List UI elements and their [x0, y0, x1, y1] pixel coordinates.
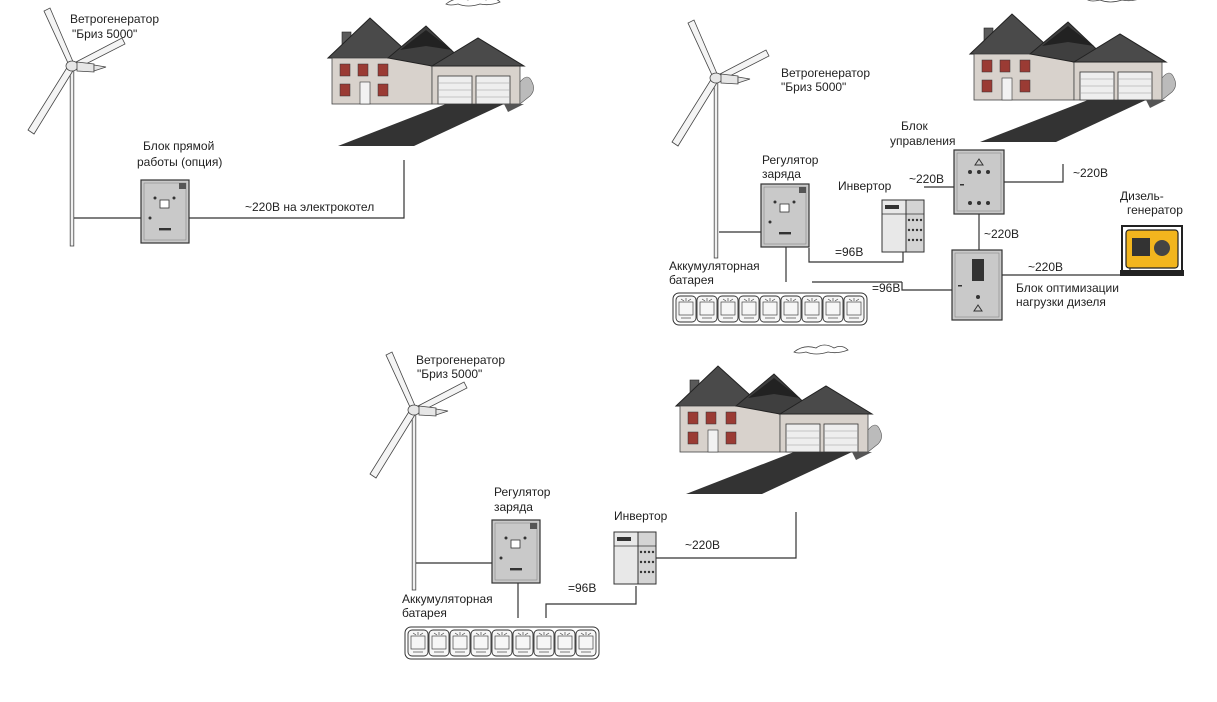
wind-turbine-icon [27, 7, 126, 247]
control-box-icon [760, 183, 810, 248]
ac-voltage-label: ~220В [1073, 166, 1108, 180]
wind-generator-label: Ветрогенератор [781, 66, 870, 80]
dc-voltage-label: =96В [568, 581, 596, 595]
system-hybrid-diesel: Ветрогенератор "Бриз 5000" Регулятор зар… [669, 0, 1185, 325]
diesel-optimizer-icon [951, 249, 1003, 321]
dc-voltage-label: =96В [872, 281, 900, 295]
wire [1004, 164, 1064, 183]
wind-generator-model-label: "Бриз 5000" [781, 80, 846, 94]
charge-regulator-label-2: заряда [762, 167, 801, 181]
battery-bank-icon [673, 293, 867, 325]
wire [545, 586, 637, 618]
ac-voltage-label: ~220В [984, 227, 1019, 241]
ac-voltage-label: ~220В [685, 538, 720, 552]
ac-voltage-label: ~220В [1028, 260, 1063, 274]
inverter-icon [881, 199, 925, 253]
wire [901, 282, 952, 291]
battery-label-2: батарея [669, 273, 714, 287]
battery-label-2: батарея [402, 606, 447, 620]
house-icon [675, 344, 883, 495]
charge-regulator-label: Регулятор [762, 153, 819, 167]
control-unit-icon [953, 149, 1005, 215]
system-direct-mode: Ветрогенератор "Бриз 5000" Блок прямой р… [27, 0, 535, 247]
system-autonomous: Ветрогенератор "Бриз 5000" Регулятор зар… [369, 344, 883, 659]
diesel-generator-label: Дизель- [1120, 189, 1164, 203]
wire [656, 512, 797, 559]
inverter-label: Инвертор [838, 179, 892, 193]
charge-regulator-label: Регулятор [494, 485, 551, 499]
battery-label: Аккумуляторная [402, 592, 493, 606]
wire [1002, 262, 1131, 276]
diesel-optimizer-label: Блок оптимизации [1016, 281, 1119, 295]
house-icon [969, 0, 1177, 143]
control-box-icon [140, 179, 190, 244]
wire [189, 160, 405, 219]
control-box-icon [491, 519, 541, 584]
wire [808, 248, 904, 263]
battery-label: Аккумуляторная [669, 259, 760, 273]
inverter-label: Инвертор [614, 509, 668, 523]
diesel-optimizer-label-2: нагрузки дизеля [1016, 295, 1106, 309]
wind-generator-model-label: "Бриз 5000" [417, 367, 482, 381]
charge-regulator-label-2: заряда [494, 500, 533, 514]
battery-bank-icon [405, 627, 599, 659]
diesel-generator-icon [1119, 225, 1185, 277]
diesel-generator-label-2: генератор [1127, 203, 1183, 217]
boiler-feed-label: ~220В на электрокотел [245, 200, 374, 214]
direct-unit-label-2: работы (опция) [137, 155, 222, 169]
control-unit-label: Блок [901, 119, 929, 133]
wind-turbine-icon [369, 351, 468, 591]
dc-voltage-label: =96В [835, 245, 863, 259]
control-unit-label-2: управления [890, 134, 955, 148]
wind-turbine-icon [671, 19, 770, 259]
direct-unit-label: Блок прямой [143, 139, 214, 153]
house-icon [327, 0, 535, 147]
inverter-icon [613, 531, 657, 585]
wind-generator-model-label: "Бриз 5000" [72, 27, 137, 41]
ac-voltage-label: ~220В [909, 172, 944, 186]
wind-generator-label: Ветрогенератор [416, 353, 505, 367]
wind-generator-label: Ветрогенератор [70, 12, 159, 26]
